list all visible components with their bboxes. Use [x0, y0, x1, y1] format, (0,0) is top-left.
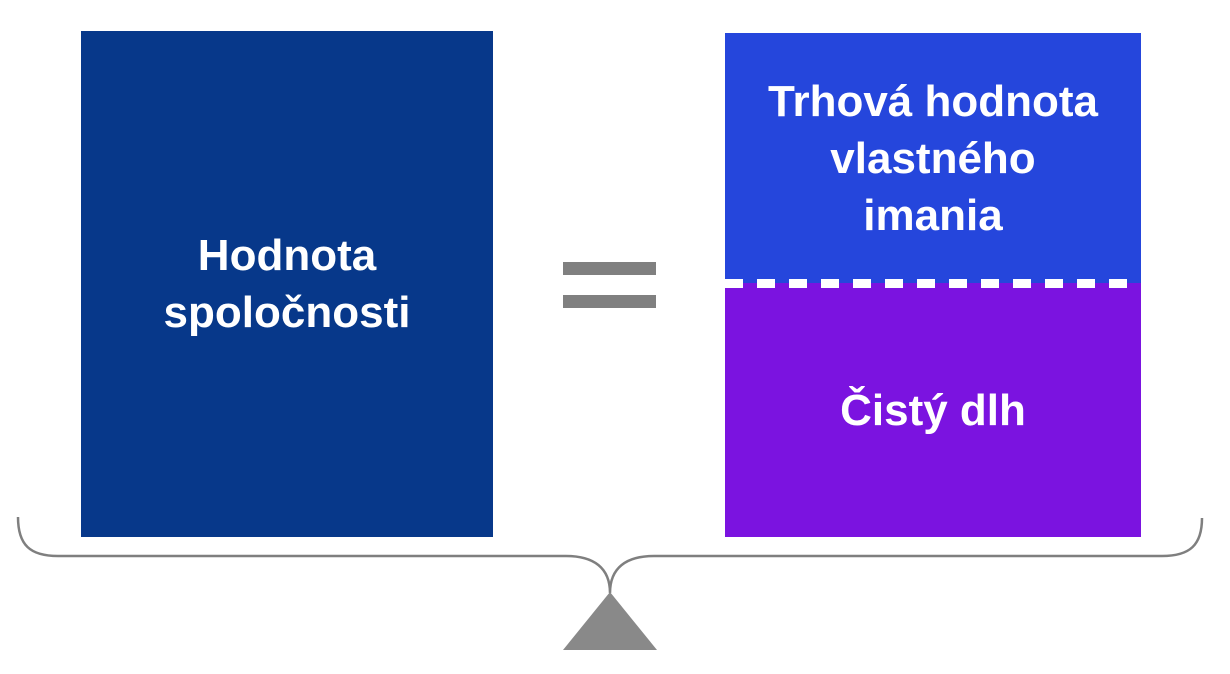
- equals-sign: [563, 262, 656, 308]
- equity-line-1: Trhová hodnota: [768, 76, 1098, 126]
- equity-line-3: imania: [863, 190, 1003, 240]
- balance-fulcrum-triangle-icon: [563, 592, 657, 650]
- equals-bottom-bar: [563, 295, 656, 308]
- equity-section: Trhová hodnota vlastného imania: [725, 33, 1141, 283]
- company-value-box: Hodnota spoločnosti: [81, 31, 493, 537]
- net-debt-section: Čistý dlh: [725, 283, 1141, 537]
- company-value-line-2: spoločnosti: [163, 288, 411, 337]
- dashed-divider: [725, 279, 1141, 288]
- equity-line-2: vlastného: [830, 133, 1036, 183]
- equals-top-bar: [563, 262, 656, 275]
- company-value-line-1: Hodnota: [197, 231, 377, 280]
- company-value-label: Hodnota spoločnosti: [164, 227, 411, 341]
- equity-label: Trhová hodnota vlastného imania: [768, 73, 1098, 244]
- net-debt-label: Čistý dlh: [840, 385, 1026, 435]
- equity-debt-box: Trhová hodnota vlastného imania Čistý dl…: [725, 33, 1141, 537]
